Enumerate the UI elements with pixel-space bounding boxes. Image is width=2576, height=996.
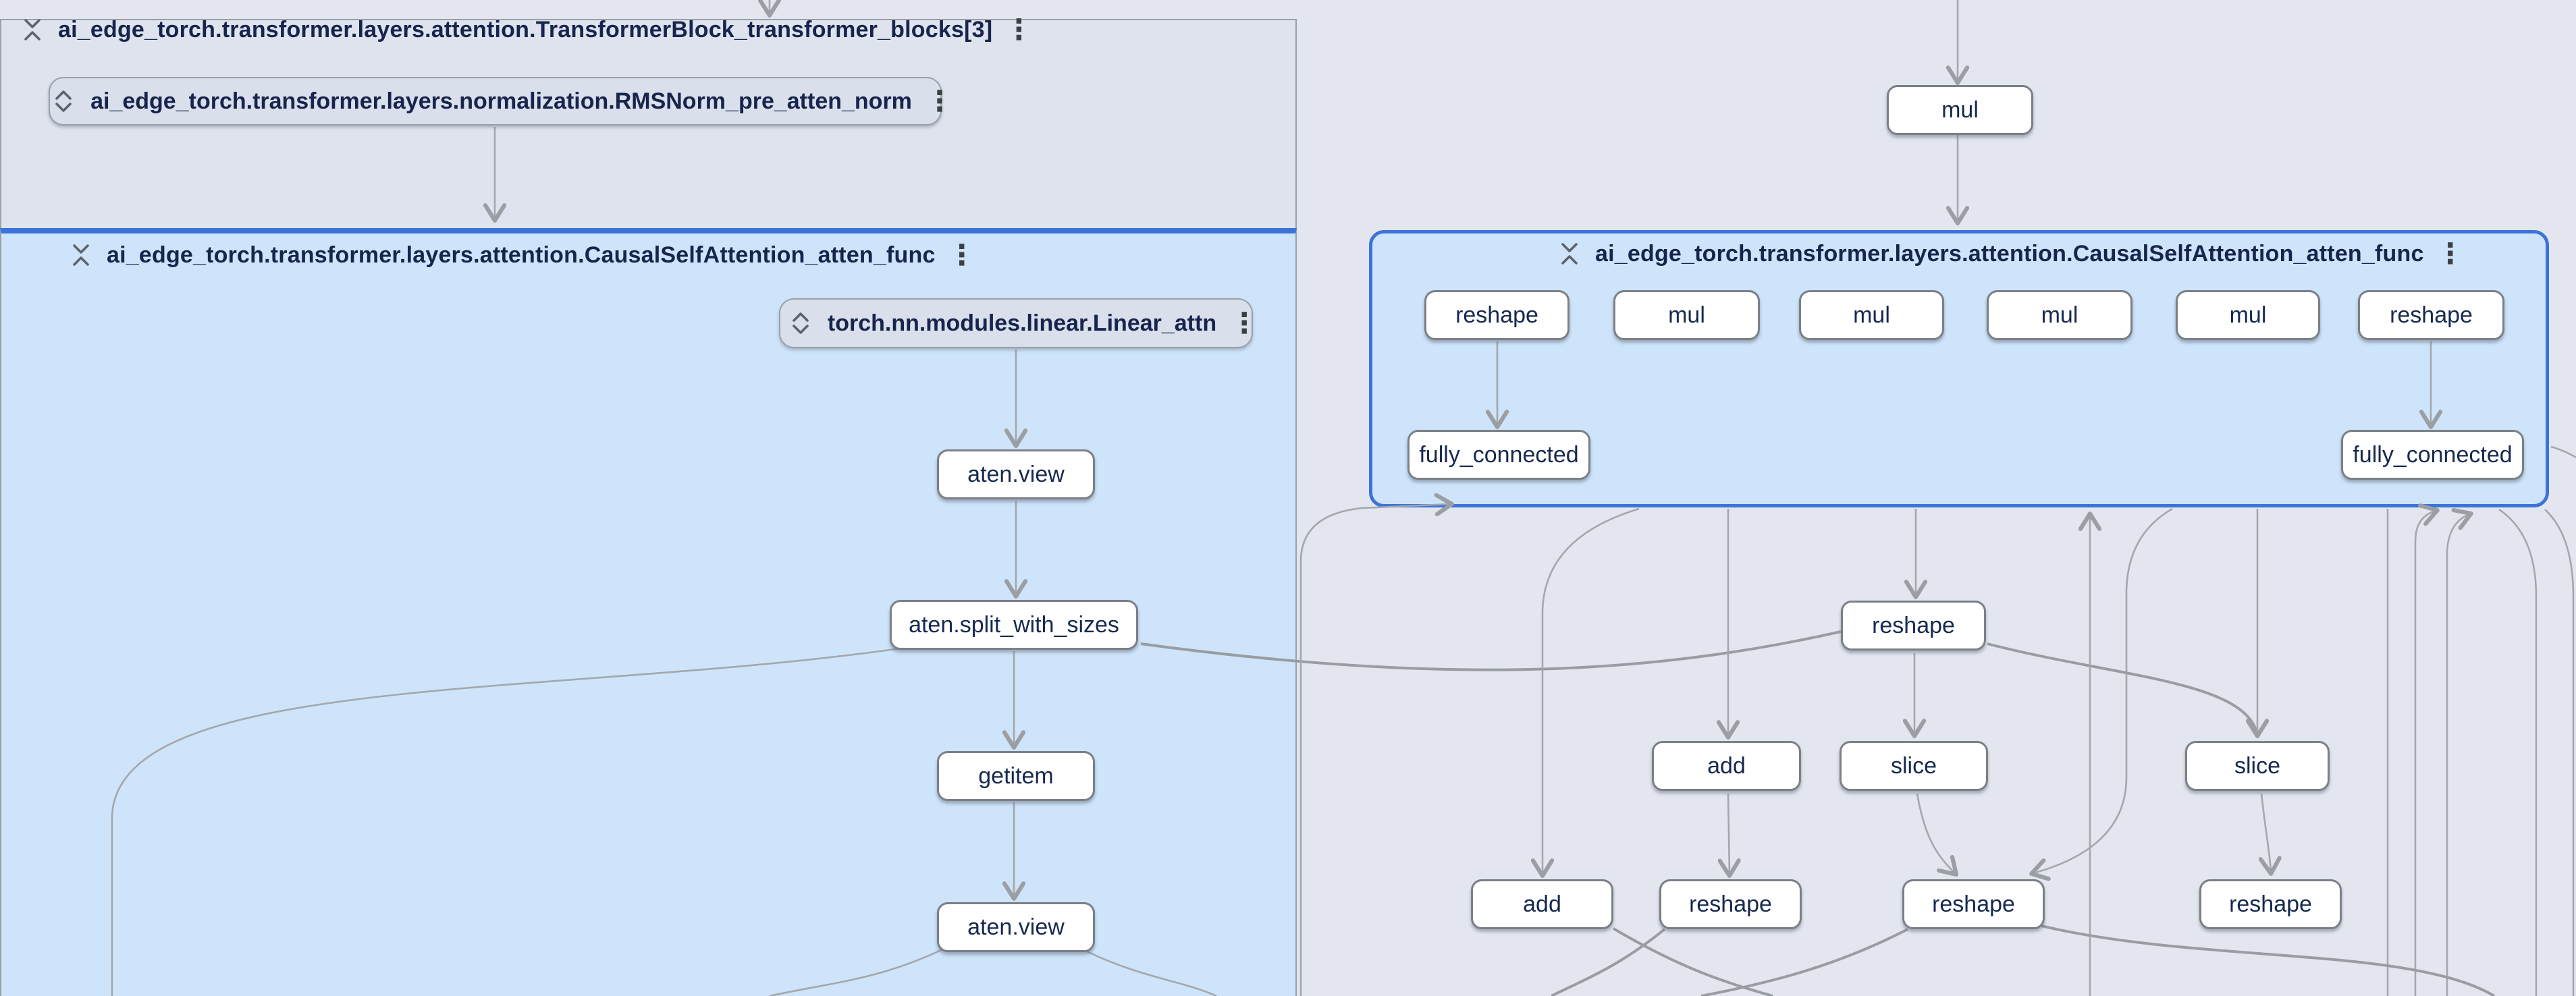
group-node-label: torch.nn.modules.linear.Linear_attn (827, 310, 1217, 336)
expand-icon[interactable] (50, 85, 77, 117)
edge-bottom-up-right-2 (2446, 514, 2469, 996)
group-node-label: ai_edge_torch.transformer.layers.normali… (90, 88, 912, 114)
op-node-label: mul (1853, 302, 1890, 328)
op-getitem[interactable]: getitem (937, 751, 1095, 801)
op-node-label: reshape (1872, 612, 1955, 638)
edge-reshape-c3-out-left (1700, 928, 1908, 996)
op-slice-b2[interactable]: slice (1840, 741, 1988, 791)
kebab-menu-icon[interactable]: ⋮ (925, 85, 954, 117)
op-node-label: add (1707, 752, 1746, 779)
op-node-label: getitem (978, 763, 1054, 789)
collapse-icon[interactable] (1556, 238, 1583, 270)
op-aten-view-1[interactable]: aten.view (937, 449, 1095, 499)
op-aten-split-with-sizes[interactable]: aten.split_with_sizes (890, 600, 1138, 650)
op-node-label: slice (1890, 752, 1937, 779)
op-add-b1[interactable]: add (1652, 741, 1801, 791)
op-node-label: reshape (1932, 891, 2015, 917)
panel-title: ai_edge_torch.transformer.layers.attenti… (58, 16, 993, 43)
edge-add-b1-to-reshape-c2 (1728, 793, 1729, 874)
op-node-label: aten.split_with_sizes (909, 611, 1119, 638)
edge-bottom-up-right-1 (2414, 511, 2436, 996)
kebab-menu-icon[interactable]: ⋮ (1004, 13, 1034, 45)
edge-add-c1-out (1612, 927, 1773, 996)
op-node-label: aten.view (967, 461, 1065, 487)
edge-panel-curve-to-reshape-c3 (2033, 507, 2173, 873)
op-mul-2[interactable]: mul (1799, 290, 1944, 340)
edge-panel-corner-down-1 (2498, 508, 2538, 996)
op-aten-view-2[interactable]: aten.view (937, 902, 1095, 952)
op-node-label: reshape (1689, 891, 1772, 917)
op-node-label: fully_connected (1419, 441, 1579, 468)
panel-transformer-block-header: ai_edge_torch.transformer.layers.attenti… (19, 11, 1034, 49)
op-node-label: mul (2041, 302, 2078, 328)
edge-panel-to-add-c1 (1542, 507, 1640, 874)
group-rmsnorm[interactable]: ai_edge_torch.transformer.layers.normali… (49, 77, 954, 126)
edge-panel-corner-down-2 (2544, 509, 2575, 996)
op-mul-3[interactable]: mul (1987, 290, 2132, 340)
edge-reshape-c2-out (1551, 928, 1666, 996)
panel-causal-self-attention-left-header: ai_edge_torch.transformer.layers.attenti… (68, 236, 976, 274)
op-fully-connected-1[interactable]: fully_connected (1407, 430, 1590, 480)
op-mul-top[interactable]: mul (1887, 85, 2033, 135)
collapse-icon[interactable] (19, 13, 46, 46)
group-rmsnorm-content: ai_edge_torch.transformer.layers.normali… (50, 85, 954, 117)
kebab-menu-icon[interactable]: ⋮ (1230, 307, 1259, 339)
op-node-label: reshape (2390, 302, 2473, 328)
op-reshape-c4[interactable]: reshape (2199, 879, 2342, 929)
collapse-icon[interactable] (68, 239, 95, 271)
op-reshape-a[interactable]: reshape (1841, 601, 1986, 651)
kebab-menu-icon[interactable]: ⋮ (2436, 238, 2465, 269)
op-node-label: slice (2234, 752, 2281, 779)
op-mul-1[interactable]: mul (1613, 290, 1760, 340)
kebab-menu-icon[interactable]: ⋮ (947, 239, 976, 271)
group-linear-attn[interactable]: torch.nn.modules.linear.Linear_attn ⋮ (779, 298, 1259, 348)
op-mul-4[interactable]: mul (2176, 290, 2320, 340)
edge-reshape-a-to-slice-b3 (1987, 642, 2257, 731)
edge-panel-exit-right (2550, 445, 2576, 459)
op-add-c1[interactable]: add (1471, 879, 1613, 929)
panel-causal-self-attention-right-header: ai_edge_torch.transformer.layers.attenti… (1556, 235, 2465, 273)
edge-slice-b3-to-reshape-c4 (2261, 793, 2271, 872)
edge-reshape-c3-out-right (2041, 924, 2496, 996)
op-node-label: reshape (2229, 891, 2312, 917)
op-node-label: mul (1668, 302, 1705, 328)
op-reshape-c3[interactable]: reshape (1902, 879, 2045, 929)
op-reshape-r1[interactable]: reshape (1424, 290, 1569, 340)
op-node-label: aten.view (967, 914, 1065, 940)
edge-slice-b2-to-reshape-c3 (1916, 793, 1955, 873)
expand-icon[interactable] (787, 307, 814, 339)
op-fully-connected-2[interactable]: fully_connected (2341, 430, 2524, 480)
op-node-label: fully_connected (2353, 441, 2513, 468)
panel-title: ai_edge_torch.transformer.layers.attenti… (107, 242, 936, 268)
panel-title: ai_edge_torch.transformer.layers.attenti… (1595, 240, 2424, 267)
group-linear-attn-content: torch.nn.modules.linear.Linear_attn ⋮ (787, 307, 1259, 339)
edge-bottom-up-into-panel-left (1299, 504, 1450, 996)
op-reshape-r2[interactable]: reshape (2358, 290, 2504, 340)
op-node-label: mul (1941, 96, 1979, 123)
op-node-label: add (1523, 891, 1561, 917)
op-reshape-c2[interactable]: reshape (1659, 879, 1802, 929)
op-node-label: mul (2229, 302, 2267, 328)
op-slice-b3[interactable]: slice (2185, 741, 2330, 791)
op-node-label: reshape (1455, 302, 1538, 328)
